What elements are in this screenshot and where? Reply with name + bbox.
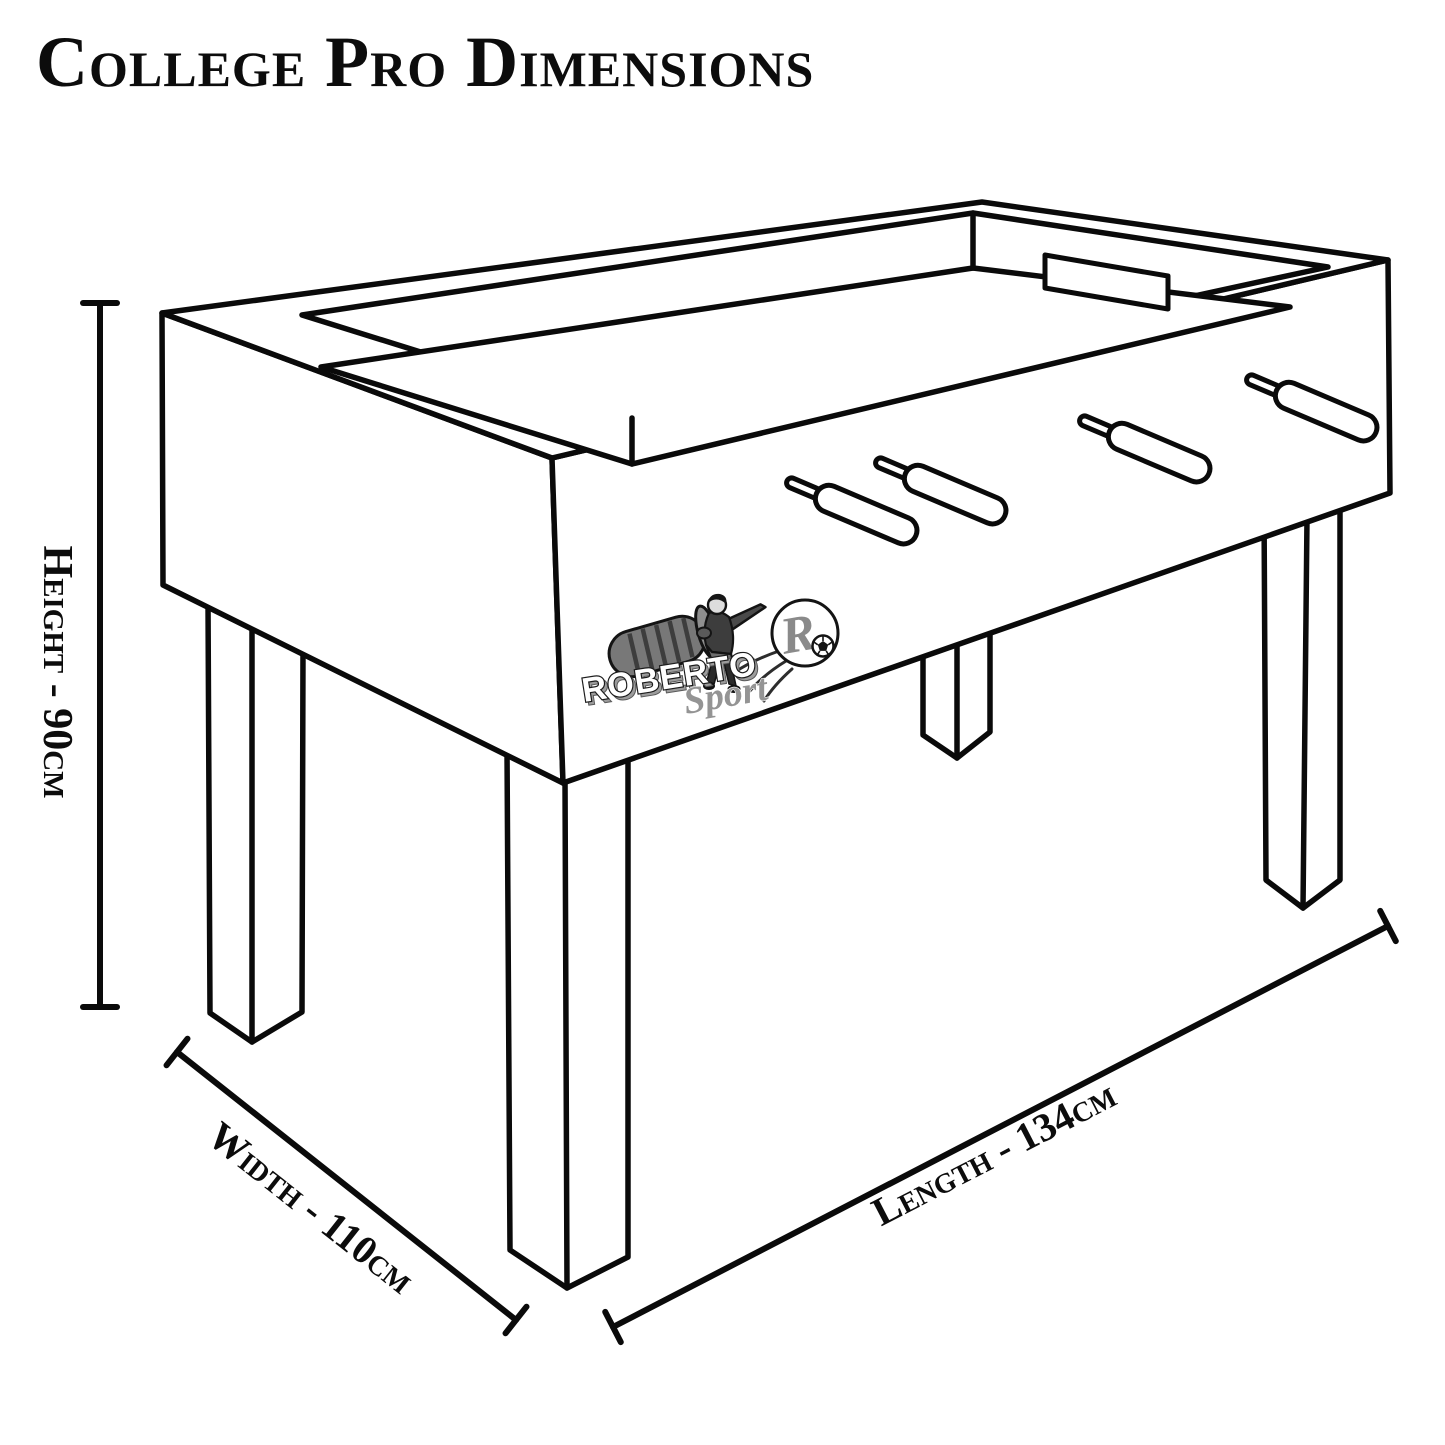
width-dimension-line [163,1035,530,1337]
roberto-sport-logo: R [578,593,840,723]
playfield-recess [299,210,1331,467]
length-dimension-label: Length - 134cm [865,1071,1123,1234]
rod-handle-icon [1244,372,1380,444]
table-leg-near-corner [504,747,631,1291]
speed-lines [733,649,794,703]
width-dimension-label: Width - 110cm [200,1112,424,1302]
rod-handles [784,372,1380,547]
foosball-player-icon [696,593,741,693]
rod-handle-icon [873,455,1009,527]
page-title: College Pro Dimensions [36,22,814,102]
height-dimension-label: Height - 90cm [34,545,80,798]
rod-handle-icon [784,475,920,547]
soccer-ball-icon [811,634,835,658]
playfield-floor [318,265,1293,467]
goal-slot [1042,252,1171,312]
dimension-lines [80,300,1399,1346]
cabinet-faces [159,199,1393,786]
height-dimension-line [80,300,120,1010]
length-dimension-line [602,907,1399,1346]
table-leg-front-left [205,597,306,1045]
table-leg-rear-right [1261,502,1343,911]
rod-handle-icon [1077,413,1213,485]
